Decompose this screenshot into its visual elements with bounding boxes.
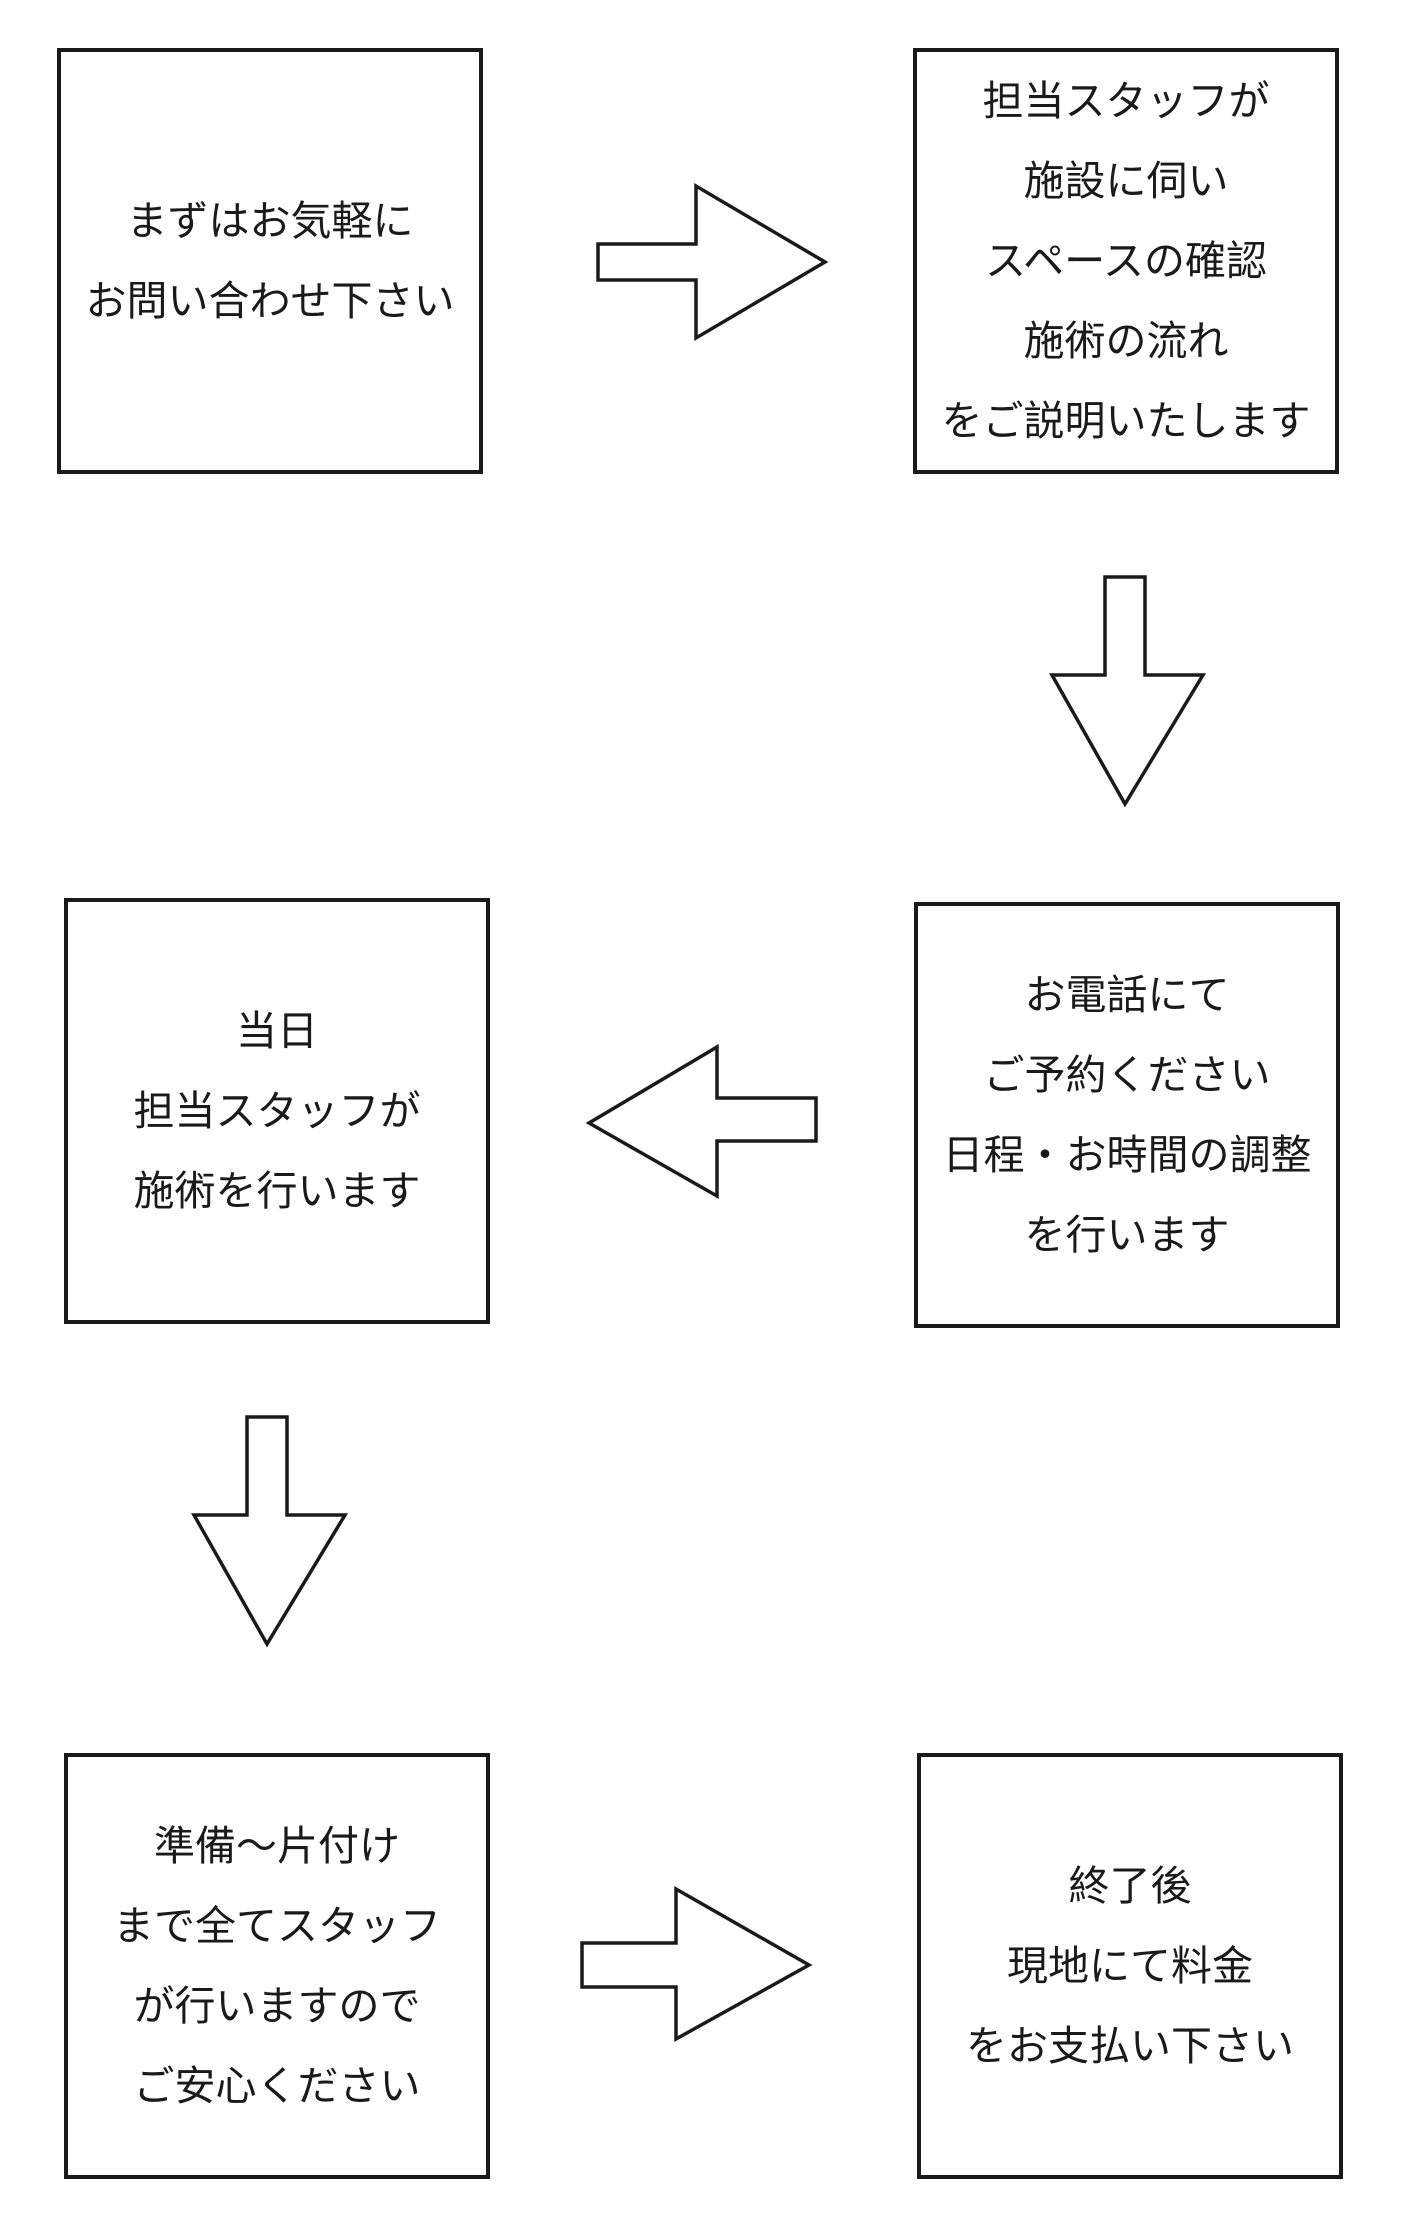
step-text-line: まずはお気軽に	[126, 197, 414, 245]
step-text-line: ご予約ください	[983, 1051, 1271, 1099]
step-text-line: 担当スタッフが	[133, 1087, 421, 1135]
step-box-site-visit: 担当スタッフが 施設に伺い スペースの確認 施術の流れ をご説明いたします	[913, 48, 1339, 474]
step-text-line: まで全てスタッフ	[113, 1902, 441, 1950]
step-text-line: 現地にて料金	[1007, 1942, 1253, 1990]
arrow-down-icon	[1048, 575, 1207, 808]
step-text-line: 施術の流れ	[1023, 317, 1229, 365]
step-text-line: 施設に伺い	[1023, 157, 1229, 205]
arrow-down-icon	[190, 1415, 349, 1648]
step-text-line: を行います	[1024, 1211, 1230, 1259]
step-text-line: 準備〜片付け	[154, 1822, 400, 1870]
step-text-line: お電話にて	[1024, 971, 1230, 1019]
step-text-line: ご安心ください	[133, 2062, 421, 2110]
step-text-line: お問い合わせ下さい	[85, 277, 455, 325]
step-box-contact: まずはお気軽に お問い合わせ下さい	[57, 48, 483, 474]
step-text-line: をご説明いたします	[941, 397, 1311, 445]
step-box-reservation: お電話にて ご予約ください 日程・お時間の調整 を行います	[914, 902, 1340, 1328]
step-text-line: 終了後	[1068, 1862, 1192, 1910]
step-text-line: をお支払い下さい	[966, 2022, 1294, 2070]
step-text-line: が行いますので	[133, 1982, 421, 2030]
arrow-left-icon	[585, 1043, 818, 1200]
step-text-line: 施術を行います	[133, 1167, 421, 1215]
step-text-line: 担当スタッフが	[982, 77, 1270, 125]
step-box-payment: 終了後 現地にて料金 をお支払い下さい	[917, 1753, 1343, 2179]
step-box-preparation: 準備〜片付け まで全てスタッフ が行いますので ご安心ください	[64, 1753, 490, 2179]
step-text-line: スペースの確認	[984, 237, 1268, 285]
step-box-service-day: 当日 担当スタッフが 施術を行います	[64, 898, 490, 1324]
arrow-right-icon	[580, 1885, 813, 2042]
arrow-right-icon	[596, 182, 829, 342]
step-text-line: 日程・お時間の調整	[942, 1131, 1312, 1179]
step-text-line: 当日	[236, 1007, 318, 1055]
